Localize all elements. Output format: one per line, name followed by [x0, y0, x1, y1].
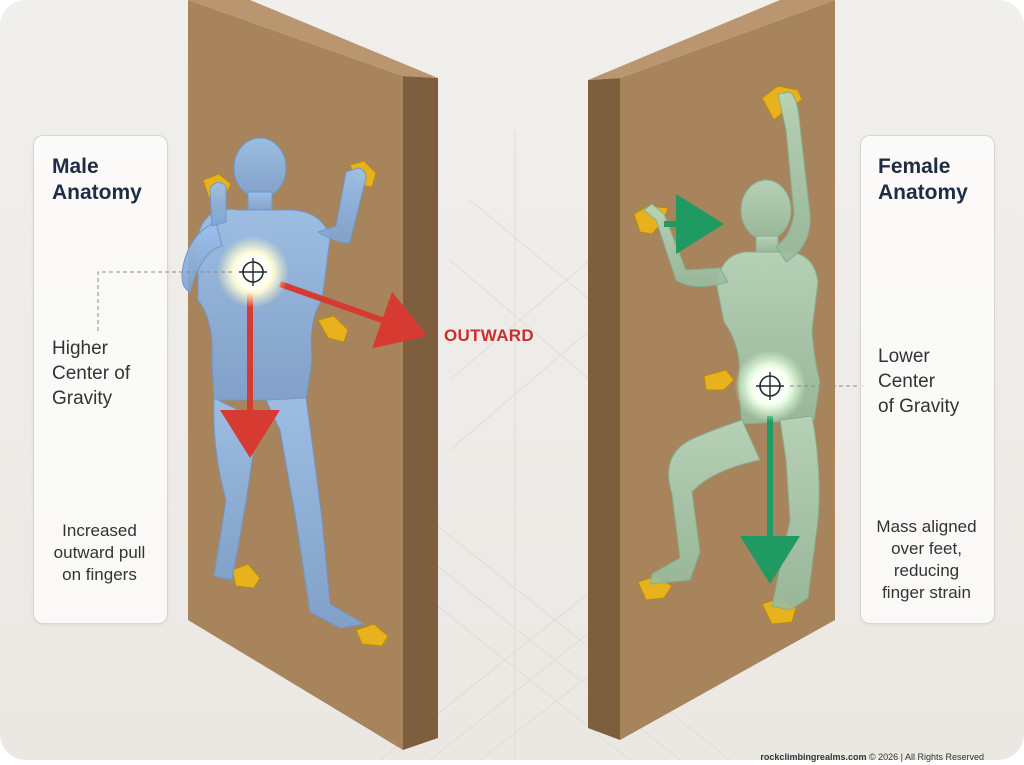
female-title-line-1: Female [878, 155, 951, 178]
male-title-line-1: Male [52, 155, 99, 178]
male-center-of-gravity-label: Higher Center of Gravity [52, 336, 130, 411]
male-title-line-2: Anatomy [52, 181, 142, 204]
red-force-arrows [220, 281, 428, 458]
male-note-line-2: outward pull [53, 543, 146, 562]
left-info-panel [33, 135, 168, 624]
male-note-line-1: Increased [62, 521, 137, 540]
female-note-line-4: finger strain [882, 583, 971, 602]
male-note-line-3: on fingers [62, 565, 137, 584]
female-note-line-3: reducing [893, 561, 960, 580]
female-note-line-1: Mass aligned [876, 517, 977, 536]
copyright-credit: rockclimbingrealms.com © 2026 | All Righ… [760, 752, 984, 762]
male-cog-line-2: Center of [52, 363, 131, 384]
female-center-of-gravity-marker [734, 350, 806, 422]
credit-site: rockclimbingrealms.com [760, 752, 867, 762]
green-force-arrows [664, 194, 800, 584]
female-note-line-2: over feet, [891, 539, 962, 558]
female-center-of-gravity-label: Lower Center of Gravity [878, 344, 959, 419]
right-info-panel [860, 135, 995, 624]
female-title-line-2: Anatomy [878, 181, 968, 204]
male-note: Increased outward pull on fingers [38, 520, 161, 586]
male-cog-line-3: Gravity [52, 388, 113, 409]
female-cog-line-2: Center [878, 371, 936, 392]
credit-rest: © 2026 | All Rights Reserved [866, 752, 984, 762]
male-center-of-gravity-marker [217, 236, 289, 308]
female-cog-line-1: Lower [878, 346, 930, 367]
male-anatomy-title: Male Anatomy [52, 154, 142, 206]
female-note: Mass aligned over feet, reducing finger … [864, 516, 989, 604]
outward-arrow-label: OUTWARD [444, 326, 534, 345]
female-cog-line-3: of Gravity [878, 396, 960, 417]
female-anatomy-title: Female Anatomy [878, 154, 968, 206]
male-cog-line-1: Higher [52, 338, 108, 359]
